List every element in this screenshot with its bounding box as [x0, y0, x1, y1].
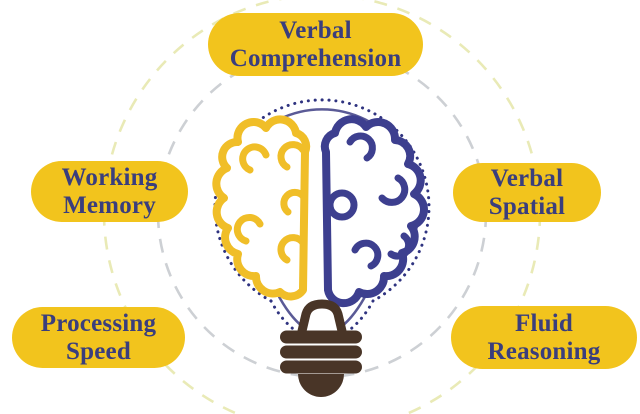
- node-label: Verbal Comprehension: [229, 16, 402, 72]
- bulb-base-bar-2: [280, 345, 362, 359]
- node-label: Processing Speed: [40, 309, 157, 365]
- node-verbal-spatial: Verbal Spatial: [453, 163, 601, 222]
- right-brain-folds: [326, 132, 413, 270]
- node-verbal-comprehension: Verbal Comprehension: [208, 13, 423, 76]
- bulb-dotted-ring: [213, 98, 431, 335]
- node-working-memory: Working Memory: [31, 161, 188, 222]
- bulb-base-bar-3: [280, 360, 362, 374]
- bulb-dotted-arc: [213, 98, 431, 303]
- left-brain-shape: [212, 115, 311, 301]
- bulb-base-bar-1: [280, 330, 362, 344]
- node-processing-speed: Processing Speed: [12, 307, 185, 368]
- left-brain-folds: [233, 141, 307, 264]
- bulb-base-dome: [298, 374, 344, 397]
- node-label: Working Memory: [61, 163, 158, 219]
- node-label: Verbal Spatial: [488, 164, 566, 220]
- node-fluid-reasoning: Fluid Reasoning: [451, 306, 637, 369]
- bulb-base-neck: [297, 299, 347, 336]
- right-brain-shape: [320, 115, 428, 308]
- node-label: Fluid Reasoning: [487, 309, 601, 365]
- bulb-base: [280, 299, 362, 397]
